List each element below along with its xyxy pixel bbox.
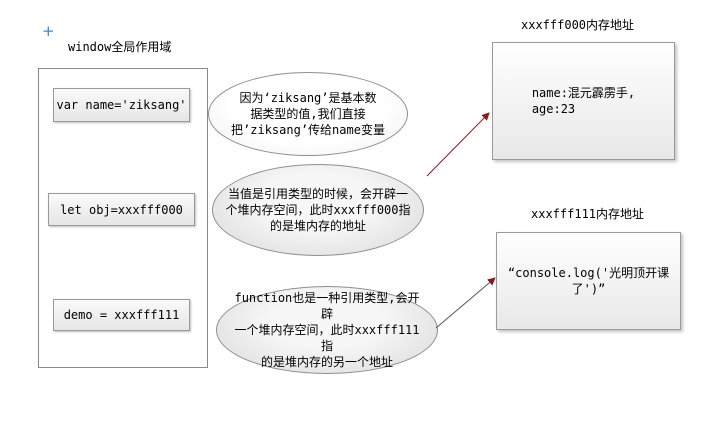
heap-memory-box-0: name:混元霹雳手, age:23 bbox=[492, 42, 675, 160]
explanation-line: function也是一种引用类型,会开辟 bbox=[234, 291, 420, 321]
heap-address-title-1: xxxfff111内存地址 bbox=[531, 207, 645, 221]
explanation-line: 的是堆内存的另一个地址 bbox=[260, 355, 393, 369]
arrow-to-heap-0 bbox=[426, 112, 490, 177]
heap-content-line: age:23 bbox=[531, 102, 576, 116]
heap-memory-box-1: “console.log('光明顶开课 了')” bbox=[496, 232, 681, 330]
primitive-explanation-bubble: 因为‘ziksang’是基本数 据类型的值,我们直接 把’ziksang’传给n… bbox=[208, 72, 408, 156]
window-scope-title: window全局作用域 bbox=[68, 40, 172, 54]
demo-box: demo = xxxfff111 bbox=[53, 299, 190, 331]
explanation-line: 一个堆内存空间，此时xxxfff111指 bbox=[234, 323, 420, 353]
let-obj-box: let obj=xxxfff000 bbox=[48, 193, 195, 226]
explanation-line: 据类型的值,我们直接 bbox=[250, 107, 366, 121]
heap-address-title-0: xxxfff000内存地址 bbox=[521, 18, 635, 32]
explanation-line: 当值是引用类型的时候，会开辟一 bbox=[227, 187, 408, 201]
explanation-line: 的是堆内存的地址 bbox=[269, 219, 366, 233]
explanation-line: 因为‘ziksang’是基本数 bbox=[239, 91, 377, 105]
heap-content-line: “console.log('光明顶开课 bbox=[507, 266, 670, 280]
reference-explanation-bubble: 当值是引用类型的时候，会开辟一 个堆内存空间，此时xxxfff000指 的是堆内… bbox=[212, 164, 424, 256]
heap-content-line: 了')” bbox=[571, 282, 606, 296]
demo-label: demo = xxxfff111 bbox=[63, 308, 180, 322]
add-marker-icon: + bbox=[42, 22, 55, 40]
function-explanation-bubble: function也是一种引用类型,会开辟 一个堆内存空间，此时xxxfff111… bbox=[216, 286, 438, 374]
var-name-box: var name='ziksang' bbox=[53, 88, 190, 122]
heap-content-line: name:混元霹雳手, bbox=[531, 86, 636, 100]
explanation-line: 把’ziksang’传给name变量 bbox=[231, 123, 385, 137]
explanation-line: 个堆内存空间，此时xxxfff000指 bbox=[225, 203, 411, 217]
let-obj-label: let obj=xxxfff000 bbox=[60, 202, 183, 217]
var-name-label: var name='ziksang' bbox=[56, 98, 187, 112]
arrow-to-heap-1 bbox=[435, 277, 496, 329]
